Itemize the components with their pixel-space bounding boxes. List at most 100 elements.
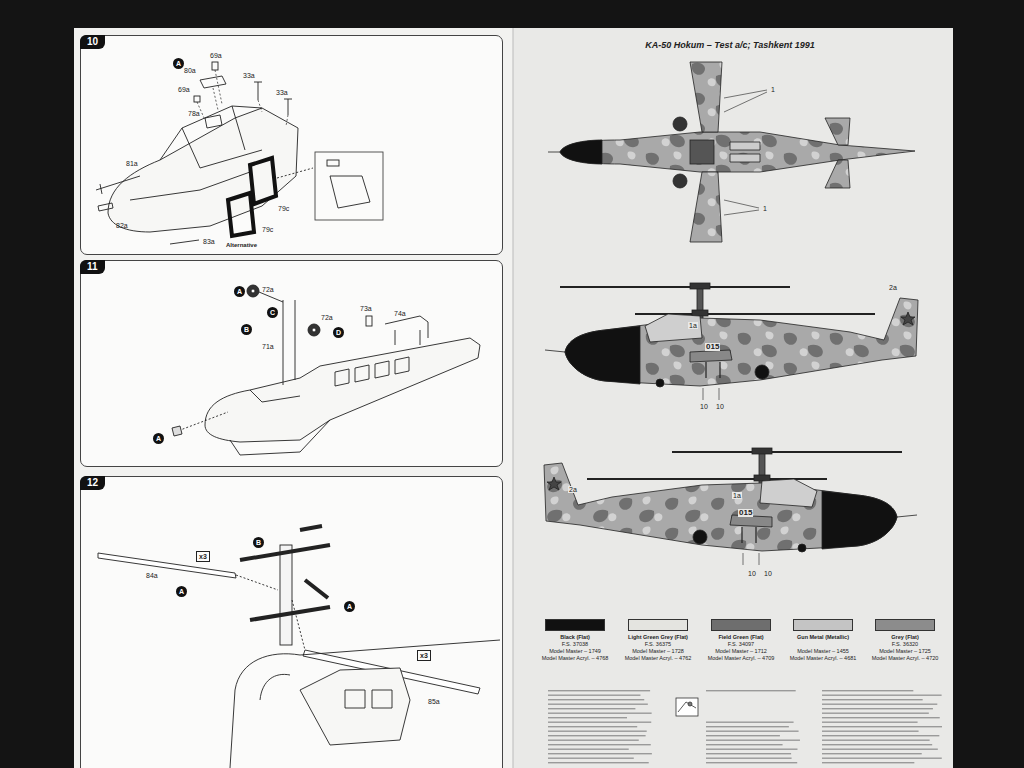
- paint-name: Gun Metal (Metallic): [782, 634, 864, 640]
- step12-drawing-part: [300, 526, 328, 598]
- sheet-title: KA-50 Hokum – Test a/c; Tashkent 1991: [560, 40, 900, 50]
- note-line: [548, 695, 640, 696]
- legend-entry: Light Green Grey (Flat): [617, 619, 699, 640]
- paint-swatch: [628, 619, 688, 631]
- callout-number: 10: [747, 570, 757, 577]
- top-view-part: [673, 174, 687, 188]
- legend-entry: Field Green (Flat): [700, 619, 782, 640]
- top-view-part: [560, 140, 602, 164]
- part-letter: A: [237, 288, 242, 295]
- side-number: 015: [705, 343, 720, 351]
- side-view-part: [901, 312, 915, 325]
- side-view-part: [560, 286, 790, 288]
- step-panel: A10: [80, 35, 503, 255]
- top-view-part: [825, 118, 850, 145]
- callout-number: 1a: [688, 322, 698, 329]
- part-letter-circle: A: [234, 286, 245, 297]
- note-line: [822, 753, 922, 754]
- step11-drawing-part: [295, 300, 296, 380]
- step12-drawing-part: [280, 545, 292, 645]
- paint-reference: Model Master – 1725: [864, 649, 946, 655]
- callout-number: 1: [762, 205, 768, 212]
- part-letter-circle: A: [176, 586, 187, 597]
- step10-drawing-part: [160, 106, 262, 160]
- painting-icon: [676, 698, 698, 716]
- step12-drawing: [98, 526, 500, 768]
- note-line: [548, 744, 651, 745]
- note-line: [706, 690, 796, 691]
- step12-drawing-part: [300, 668, 410, 745]
- step10-drawing-part: [277, 168, 313, 178]
- step10-drawing-part: [254, 82, 262, 100]
- side-view-part: [692, 310, 708, 316]
- top-view-part: [690, 172, 722, 242]
- paint-reference: Model Master Acryl. – 4720: [864, 656, 946, 662]
- part-letter: A: [179, 588, 184, 595]
- part-number: 81a: [126, 160, 138, 167]
- part-letter: A: [156, 435, 161, 442]
- step10-drawing-part: [315, 152, 383, 220]
- note-line: [548, 735, 646, 736]
- step10-drawing: [96, 62, 383, 244]
- alternative-note: Alternative: [226, 242, 257, 248]
- step11-drawing-part: [308, 324, 320, 336]
- part-number: 71a: [262, 343, 274, 350]
- part-letter-circle: C: [267, 307, 278, 318]
- paint-reference: Model Master – 1712: [700, 649, 782, 655]
- side-view-part: [690, 350, 732, 362]
- callout-number: 10: [763, 570, 773, 577]
- step11-drawing-part: [172, 426, 182, 436]
- callout-number: 2a: [568, 486, 578, 493]
- step12-drawing-part: [230, 640, 500, 768]
- side-view-part: [656, 379, 664, 387]
- note-line: [822, 735, 939, 736]
- paint-swatch: [875, 619, 935, 631]
- note-line: [706, 758, 792, 759]
- step11-drawing-part: [385, 316, 428, 345]
- step11-drawing-part: [230, 390, 330, 455]
- multilingual-notes: [548, 690, 942, 763]
- note-line: [548, 740, 639, 741]
- step11-drawing-part: [259, 292, 283, 302]
- note-line: [706, 753, 791, 754]
- note-line: [548, 762, 649, 763]
- paint-reference: Model Master Acryl. – 4762: [617, 656, 699, 662]
- paint-name: Light Green Grey (Flat): [617, 634, 699, 640]
- part-number: 73a: [360, 305, 372, 312]
- part-number: 72a: [321, 314, 333, 321]
- paint-reference: Model Master – 1728: [617, 649, 699, 655]
- step10-drawing-part: [284, 99, 292, 115]
- step10-drawing-part: [130, 172, 250, 200]
- step-panel: ABA12: [80, 476, 503, 768]
- part-number: 80a: [184, 67, 196, 74]
- panel-ground: [80, 260, 503, 467]
- part-letter: D: [336, 329, 341, 336]
- paint-reference: F.S. 34097: [700, 642, 782, 648]
- part-number: 83a: [203, 238, 215, 245]
- note-line: [822, 744, 932, 745]
- part-letter-circle: B: [241, 324, 252, 335]
- step-panel: ABCDA11: [80, 260, 503, 467]
- side-view-part: [645, 314, 702, 342]
- note-line: [548, 753, 652, 754]
- top-view-part: [724, 90, 767, 215]
- note-line: [822, 704, 937, 705]
- paint-name: Grey (Flat): [864, 634, 946, 640]
- step10-drawing-part: [200, 76, 226, 88]
- note-line: [822, 708, 933, 709]
- paint-reference: Model Master Acryl. – 4681: [782, 656, 864, 662]
- top-view: [548, 62, 915, 242]
- callout-number: 10: [715, 403, 725, 410]
- top-view-part: [673, 117, 687, 131]
- side-view-part: [565, 298, 918, 386]
- note-line: [822, 749, 938, 750]
- top-view-part: [690, 62, 722, 132]
- painting-icon-part: [676, 698, 698, 716]
- step12-drawing-part: [345, 690, 392, 708]
- side-view-mirrored: [544, 448, 917, 565]
- step10-drawing-part: [250, 158, 276, 204]
- note-line: [548, 731, 647, 732]
- paint-name: Black (Flat): [534, 634, 616, 640]
